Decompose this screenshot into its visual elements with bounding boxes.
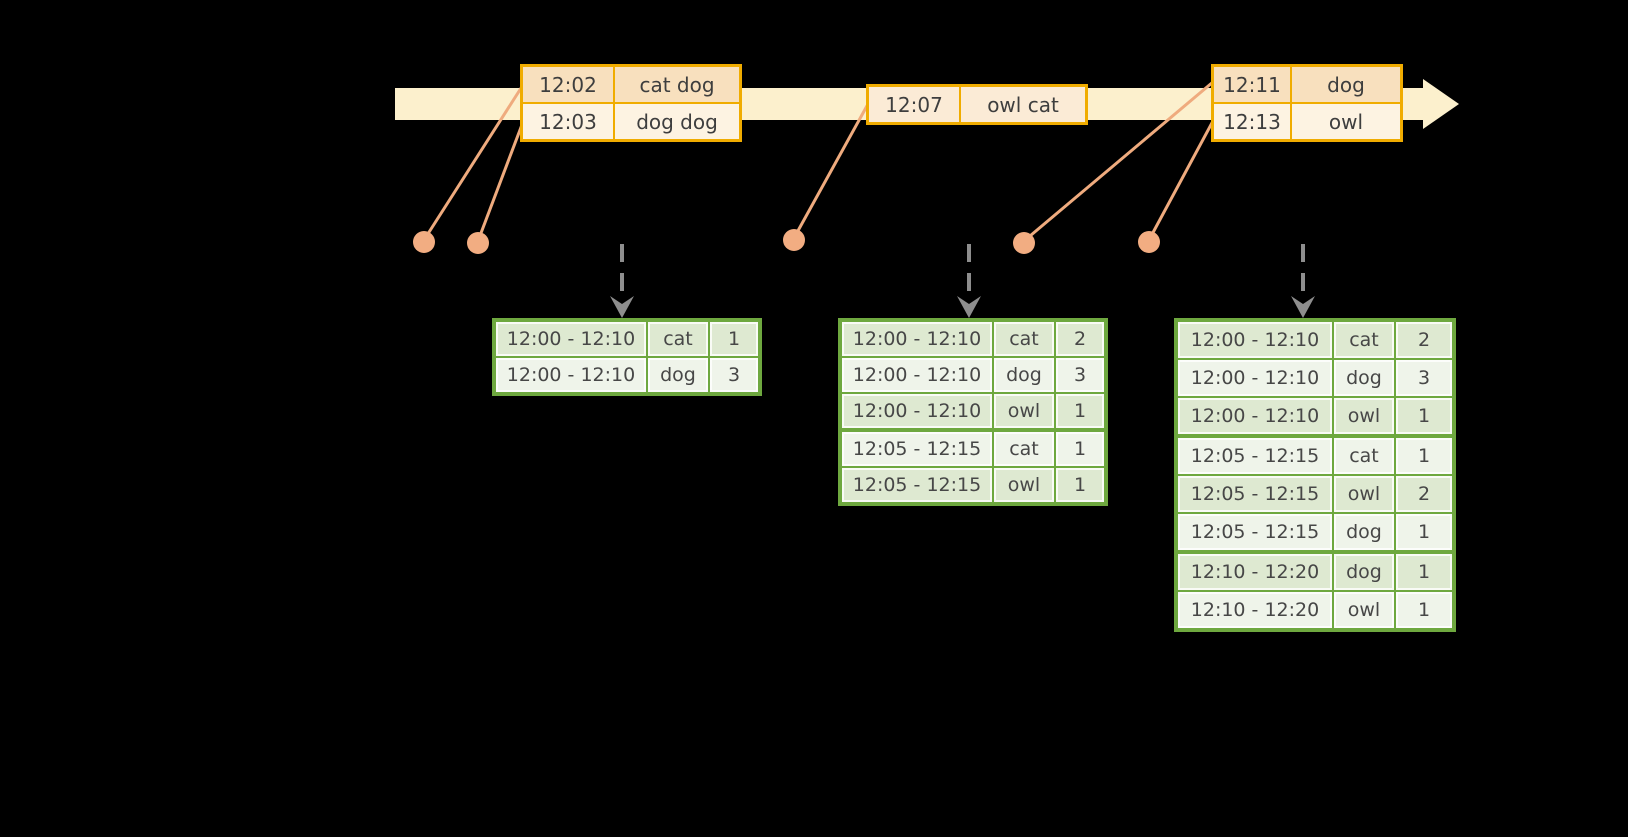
count-cell: 1	[1394, 550, 1455, 592]
event-time-cell: 12:07	[866, 84, 961, 125]
word-cell: cat	[992, 428, 1056, 468]
word-cell: owl	[1332, 590, 1396, 631]
event-dot	[467, 232, 489, 254]
count-cell: 3	[708, 356, 761, 395]
result-row: 12:05 - 12:15 owl 2	[1175, 474, 1455, 514]
count-cell: 3	[1054, 356, 1107, 394]
event-time-cell: 12:03	[520, 102, 615, 142]
event-time-axis-arrowhead-icon	[1423, 79, 1459, 129]
event-table-3: 12:11 dog 12:13 owl	[1211, 64, 1403, 142]
connector-line	[1147, 120, 1215, 241]
event-row: 12:07 owl cat	[866, 84, 1088, 125]
result-row: 12:00 - 12:10 cat 1	[493, 319, 761, 358]
count-cell: 1	[1394, 396, 1455, 437]
event-words-cell: dog dog	[613, 102, 742, 142]
event-time-cell: 12:11	[1211, 64, 1292, 104]
word-cell: cat	[992, 319, 1056, 358]
connector-line	[792, 103, 870, 239]
result-row: 12:00 - 12:10 dog 3	[1175, 358, 1455, 398]
count-cell: 1	[1394, 434, 1455, 476]
event-table-1: 12:02 cat dog 12:03 dog dog	[520, 64, 742, 142]
result-row: 12:05 - 12:15 cat 1	[1175, 434, 1455, 476]
count-cell: 2	[1394, 474, 1455, 514]
count-cell: 2	[1394, 319, 1455, 360]
result-row: 12:10 - 12:20 owl 1	[1175, 590, 1455, 631]
result-row: 12:10 - 12:20 dog 1	[1175, 550, 1455, 592]
event-row: 12:02 cat dog	[520, 64, 742, 104]
result-row: 12:00 - 12:10 cat 2	[839, 319, 1107, 358]
window-cell: 12:05 - 12:15	[839, 466, 994, 505]
event-words-cell: owl	[1290, 102, 1403, 142]
result-table-3: 12:00 - 12:10 cat 2 12:00 - 12:10 dog 3 …	[1174, 318, 1456, 632]
result-table-2: 12:00 - 12:10 cat 2 12:00 - 12:10 dog 3 …	[838, 318, 1108, 506]
count-cell: 1	[1054, 428, 1107, 468]
event-row: 12:03 dog dog	[520, 102, 742, 142]
window-cell: 12:00 - 12:10	[493, 319, 648, 358]
count-cell: 1	[1054, 392, 1107, 431]
window-cell: 12:00 - 12:10	[839, 319, 994, 358]
word-cell: owl	[992, 466, 1056, 505]
result-row: 12:00 - 12:10 dog 3	[493, 356, 761, 395]
count-cell: 1	[1054, 466, 1107, 505]
result-row: 12:00 - 12:10 owl 1	[1175, 396, 1455, 437]
window-cell: 12:05 - 12:15	[1175, 512, 1334, 553]
window-cell: 12:00 - 12:10	[493, 356, 648, 395]
count-cell: 3	[1394, 358, 1455, 398]
word-cell: dog	[992, 356, 1056, 394]
window-cell: 12:05 - 12:15	[1175, 474, 1334, 514]
word-cell: dog	[1332, 358, 1396, 398]
word-cell: owl	[1332, 474, 1396, 514]
trigger-arrow-head-icon	[610, 296, 634, 318]
window-cell: 12:00 - 12:10	[839, 356, 994, 394]
event-words-cell: cat dog	[613, 64, 742, 104]
connector-line	[476, 121, 525, 242]
trigger-arrow-head-icon	[957, 296, 981, 318]
result-row: 12:05 - 12:15 dog 1	[1175, 512, 1455, 553]
event-time-cell: 12:13	[1211, 102, 1292, 142]
word-cell: owl	[992, 392, 1056, 431]
result-row: 12:00 - 12:10 cat 2	[1175, 319, 1455, 360]
word-cell: cat	[1332, 434, 1396, 476]
window-cell: 12:10 - 12:20	[1175, 550, 1334, 592]
result-row: 12:00 - 12:10 owl 1	[839, 392, 1107, 431]
word-cell: cat	[646, 319, 710, 358]
word-cell: dog	[646, 356, 710, 395]
word-cell: cat	[1332, 319, 1396, 360]
event-words-cell: owl cat	[959, 84, 1088, 125]
window-cell: 12:00 - 12:10	[1175, 319, 1334, 360]
event-dot	[413, 231, 435, 253]
event-dot	[1013, 232, 1035, 254]
window-cell: 12:10 - 12:20	[1175, 590, 1334, 631]
event-words-cell: dog	[1290, 64, 1403, 104]
result-row: 12:05 - 12:15 cat 1	[839, 428, 1107, 468]
word-cell: dog	[1332, 550, 1396, 592]
count-cell: 1	[708, 319, 761, 358]
result-table-1: 12:00 - 12:10 cat 1 12:00 - 12:10 dog 3	[492, 318, 762, 396]
count-cell: 1	[1394, 590, 1455, 631]
count-cell: 1	[1394, 512, 1455, 553]
word-cell: owl	[1332, 396, 1396, 437]
window-cell: 12:00 - 12:10	[1175, 358, 1334, 398]
event-row: 12:13 owl	[1211, 102, 1403, 142]
event-row: 12:11 dog	[1211, 64, 1403, 104]
window-cell: 12:05 - 12:15	[1175, 434, 1334, 476]
window-cell: 12:05 - 12:15	[839, 428, 994, 468]
event-dot	[1138, 231, 1160, 253]
window-cell: 12:00 - 12:10	[839, 392, 994, 431]
window-cell: 12:00 - 12:10	[1175, 396, 1334, 437]
trigger-arrow-head-icon	[1291, 296, 1315, 318]
event-time-cell: 12:02	[520, 64, 615, 104]
count-cell: 2	[1054, 319, 1107, 358]
result-row: 12:00 - 12:10 dog 3	[839, 356, 1107, 394]
event-table-2: 12:07 owl cat	[866, 84, 1088, 125]
word-cell: dog	[1332, 512, 1396, 553]
event-dot	[783, 229, 805, 251]
result-row: 12:05 - 12:15 owl 1	[839, 466, 1107, 505]
